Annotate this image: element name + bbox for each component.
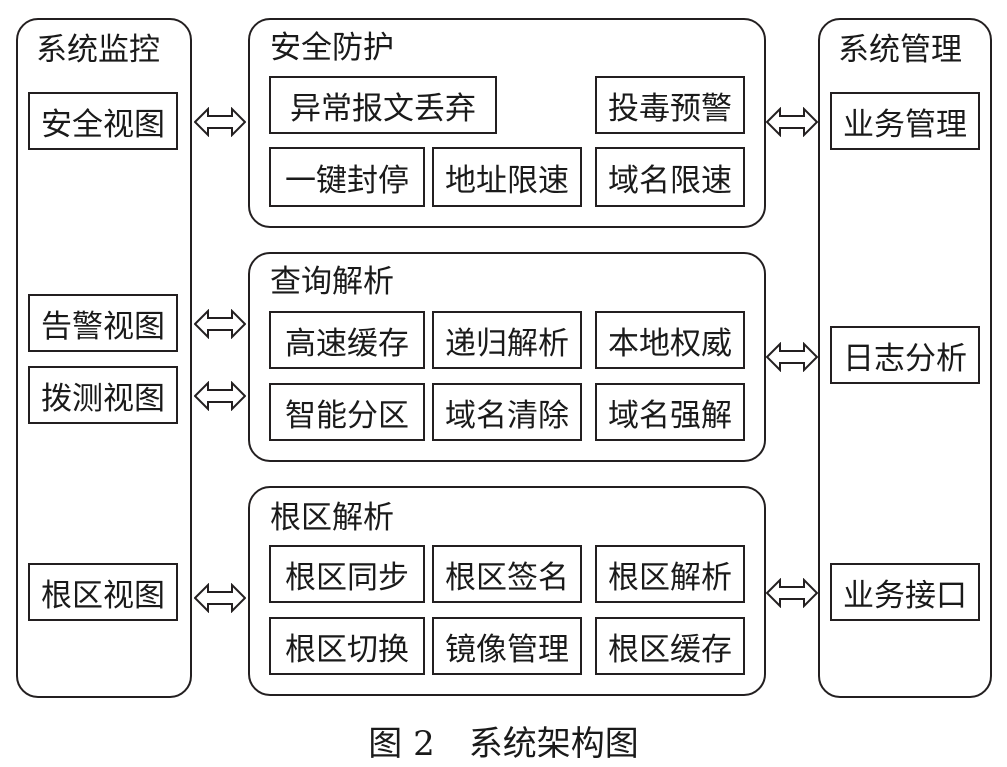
query-resolution-title: 查询解析 [270,264,394,300]
root-zone-resolution-title: 根区解析 [270,500,394,536]
log-analysis-box: 日志分析 [830,326,980,384]
system-management-title: 系统管理 [838,32,962,68]
business-management-box: 业务管理 [830,92,980,150]
recursive-resolution-box: 递归解析 [432,311,582,369]
double-arrow-icon [766,578,818,608]
alarm-view-box: 告警视图 [28,294,178,352]
local-authority-box: 本地权威 [595,311,745,369]
smart-partition-box: 智能分区 [269,383,425,441]
double-arrow-icon [194,107,246,137]
security-protection-title: 安全防护 [270,30,394,66]
root-zone-signing-box: 根区签名 [432,545,582,603]
system-monitoring-title: 系统监控 [36,32,160,68]
one-click-block-box: 一键封停 [269,147,425,207]
high-speed-cache-box: 高速缓存 [269,311,425,369]
figure-caption: 图 2 系统架构图 [368,724,639,764]
domain-rate-limit-box: 域名限速 [595,147,745,207]
root-zone-cache-box: 根区缓存 [595,617,745,675]
double-arrow-icon [194,583,246,613]
root-zone-switch-box: 根区切换 [269,617,425,675]
abnormal-packet-drop-box: 异常报文丢弃 [269,76,497,134]
root-zone-resolve-box: 根区解析 [595,545,745,603]
business-interface-box: 业务接口 [830,563,980,621]
domain-forced-resolution-box: 域名强解 [595,383,745,441]
security-view-box: 安全视图 [28,92,178,150]
address-rate-limit-box: 地址限速 [432,147,582,207]
poisoning-warning-box: 投毒预警 [595,76,745,134]
mirror-management-box: 镜像管理 [432,617,582,675]
double-arrow-icon [194,309,246,339]
root-zone-sync-box: 根区同步 [269,545,425,603]
dial-test-view-box: 拨测视图 [28,366,178,424]
domain-purge-box: 域名清除 [432,383,582,441]
root-zone-view-box: 根区视图 [28,563,178,621]
double-arrow-icon [766,342,818,372]
double-arrow-icon [766,107,818,137]
double-arrow-icon [194,381,246,411]
